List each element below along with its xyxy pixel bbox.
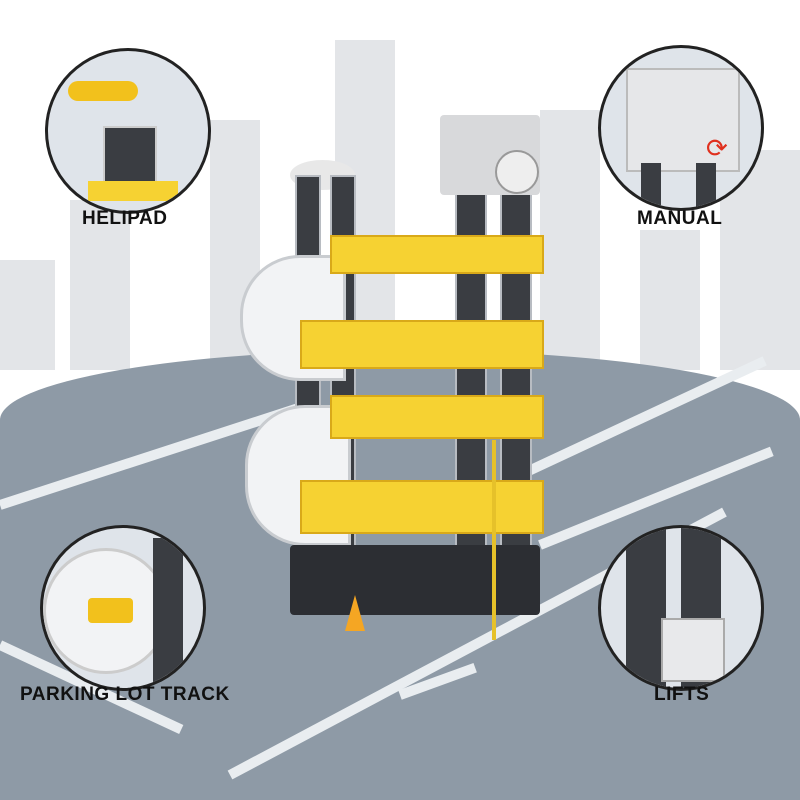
toy-car-icon <box>88 598 133 623</box>
parking-deck <box>300 320 544 369</box>
garage-base <box>290 545 540 615</box>
helicopter-icon <box>68 81 138 101</box>
clock-icon <box>495 150 539 194</box>
manual-detail-circle: ⟳ <box>598 45 764 211</box>
manual-label: MANUAL <box>637 208 723 229</box>
rotate-arrows-icon: ⟳ <box>706 133 728 163</box>
helipad-detail-circle <box>45 48 211 214</box>
parking-deck <box>330 395 544 439</box>
parking-lot-track-label: PARKING LOT TRACK <box>20 684 230 705</box>
parking-deck <box>300 480 544 534</box>
traffic-cone <box>345 595 365 631</box>
lifts-detail-circle <box>598 525 764 691</box>
parking-deck <box>330 235 544 274</box>
parking-lot-track-circle <box>40 525 206 691</box>
lamp-post <box>492 440 496 640</box>
lifts-label: LIFTS <box>654 684 710 705</box>
helipad-label: HELIPAD <box>82 208 168 229</box>
